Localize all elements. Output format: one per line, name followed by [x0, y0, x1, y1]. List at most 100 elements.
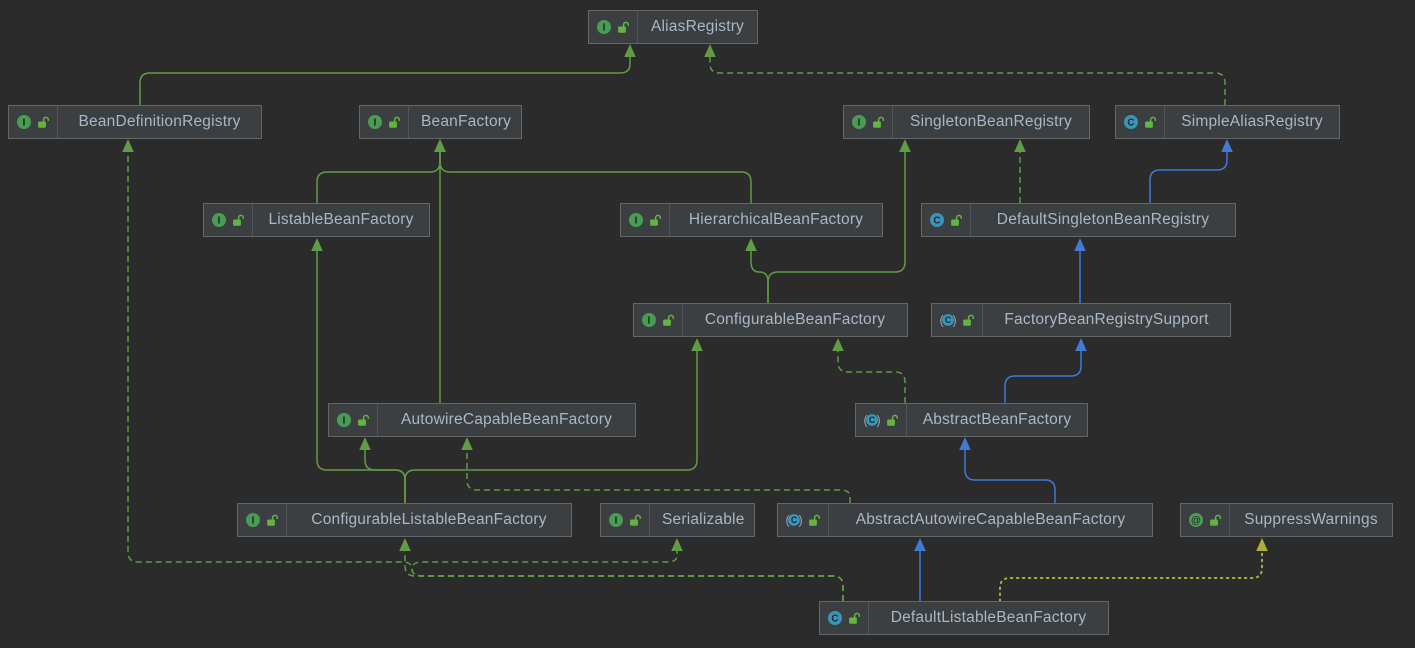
edge-DefaultSingletonBeanRegistry-SingletonBeanRegistry[interactable] [1014, 139, 1026, 203]
class-name-label: Serializable [662, 511, 745, 528]
class-node-BeanFactory[interactable]: I BeanFactory [359, 105, 522, 139]
svg-text:I: I [858, 117, 861, 129]
node-type-icons: @ [1181, 504, 1230, 536]
public-lock-icon [809, 514, 821, 526]
edge-DefaultListableBeanFactory-ConfigurableListableBeanFactory[interactable] [399, 538, 844, 601]
public-lock-icon [1145, 116, 1157, 128]
edge-BeanDefinitionRegistry-AliasRegistry[interactable] [139, 44, 636, 105]
class-name-label: BeanFactory [421, 113, 512, 130]
svg-text:): ) [799, 514, 803, 528]
class-node-SingletonBeanRegistry[interactable]: I SingletonBeanRegistry [843, 105, 1090, 139]
edge-HierarchicalBeanFactory-BeanFactory[interactable] [434, 139, 752, 203]
abstract-class-icon: (C) [940, 314, 957, 328]
edge-DefaultListableBeanFactory-SuppressWarnings[interactable] [999, 538, 1268, 602]
edge-SimpleAliasRegistry-AliasRegistry[interactable] [704, 44, 1226, 105]
svg-text:C: C [1127, 118, 1134, 129]
svg-text:(: ( [864, 414, 869, 428]
public-lock-icon [951, 214, 963, 226]
edge-ListableBeanFactory-BeanFactory[interactable] [316, 139, 446, 203]
class-name-label: DefaultListableBeanFactory [890, 609, 1087, 626]
public-lock-icon [873, 116, 885, 128]
class-name-label: DefaultSingletonBeanRegistry [996, 211, 1210, 228]
class-node-ConfigurableListableBeanFactory[interactable]: I ConfigurableListableBeanFactory [237, 503, 572, 537]
interface-icon: I [337, 413, 351, 427]
class-node-SuppressWarnings[interactable]: @SuppressWarnings [1180, 503, 1393, 537]
edge-arrowhead [1074, 238, 1086, 251]
interface-icon: I [609, 513, 623, 527]
node-type-icons: C [922, 204, 971, 236]
interface-icon: I [852, 115, 866, 129]
svg-text:(: ( [786, 514, 791, 528]
edge-line [837, 349, 906, 403]
edge-line [466, 448, 851, 503]
svg-text:I: I [648, 315, 651, 327]
edge-arrowhead [461, 437, 473, 450]
interface-icon: I [212, 213, 226, 227]
node-type-icons: I [360, 106, 409, 138]
edge-arrowhead [1256, 538, 1268, 551]
class-node-DefaultSingletonBeanRegistry[interactable]: C DefaultSingletonBeanRegistry [921, 203, 1236, 237]
interface-icon: I [368, 115, 382, 129]
class-name-label: SingletonBeanRegistry [910, 113, 1072, 130]
svg-text:I: I [252, 515, 255, 527]
edge-AbstractBeanFactory-FactoryBeanRegistrySupport[interactable] [1004, 338, 1087, 403]
edge-AbstractBeanFactory-ConfigurableBeanFactory[interactable] [832, 338, 906, 403]
svg-text:C: C [945, 315, 952, 325]
class-name-label: ListableBeanFactory [268, 211, 414, 228]
edge-ConfigurableListableBeanFactory-ConfigurableBeanFactory[interactable] [404, 338, 703, 503]
edge-arrowhead [899, 139, 911, 152]
edge-line [1149, 150, 1228, 203]
edge-FactoryBeanRegistrySupport-DefaultSingletonBeanRegistry[interactable] [1074, 238, 1086, 303]
node-type-icons: I [329, 404, 378, 436]
node-type-icons: I [601, 504, 650, 536]
svg-text:I: I [615, 515, 618, 527]
edge-arrowhead [745, 238, 757, 251]
class-node-FactoryBeanRegistrySupport[interactable]: (C)FactoryBeanRegistrySupport [931, 303, 1231, 337]
svg-text:I: I [374, 117, 377, 129]
edge-ConfigurableBeanFactory-SingletonBeanRegistry[interactable] [767, 139, 911, 303]
public-lock-icon [663, 314, 675, 326]
edge-arrowhead [914, 538, 926, 551]
interface-icon: I [629, 213, 643, 227]
node-type-icons: I [634, 304, 683, 336]
edge-arrowhead [1075, 338, 1087, 351]
edge-ConfigurableListableBeanFactory-ListableBeanFactory[interactable] [311, 238, 406, 503]
svg-text:(: ( [940, 314, 945, 328]
node-type-icons: I [621, 204, 670, 236]
edge-arrowhead [691, 338, 703, 351]
class-node-ListableBeanFactory[interactable]: I ListableBeanFactory [203, 203, 430, 237]
class-node-AbstractBeanFactory[interactable]: (C)AbstractBeanFactory [855, 403, 1088, 437]
svg-text:C: C [831, 614, 838, 625]
edge-line [1004, 349, 1082, 403]
edge-line [999, 548, 1263, 602]
edge-DefaultListableBeanFactory-Serializable[interactable] [411, 538, 844, 601]
edge-AbstractAutowireCapableBeanFactory-AutowireCapableBeanFactory[interactable] [461, 437, 851, 503]
class-name-label: AbstractBeanFactory [922, 411, 1072, 428]
class-node-DefaultListableBeanFactory[interactable]: C DefaultListableBeanFactory [819, 601, 1109, 635]
edge-AutowireCapableBeanFactory-BeanFactory[interactable] [434, 139, 446, 403]
node-type-icons: (C) [778, 504, 829, 536]
edge-ConfigurableListableBeanFactory-AutowireCapableBeanFactory[interactable] [359, 437, 406, 503]
edge-DefaultSingletonBeanRegistry-SimpleAliasRegistry[interactable] [1149, 139, 1233, 203]
class-node-AbstractAutowireCapableBeanFactory[interactable]: (C)AbstractAutowireCapableBeanFactory [777, 503, 1153, 537]
public-lock-icon [650, 214, 662, 226]
edge-DefaultListableBeanFactory-AbstractAutowireCapableBeanFactory[interactable] [914, 538, 926, 601]
class-name-label: ConfigurableListableBeanFactory [311, 511, 547, 528]
edge-AbstractAutowireCapableBeanFactory-AbstractBeanFactory[interactable] [959, 437, 1056, 503]
annotation-icon: @ [1189, 513, 1203, 527]
edge-ConfigurableBeanFactory-HierarchicalBeanFactory[interactable] [745, 238, 769, 303]
edge-line [750, 249, 769, 303]
edge-line [411, 549, 844, 601]
public-lock-icon [887, 414, 899, 426]
edge-arrowhead [832, 338, 844, 351]
svg-text:@: @ [1191, 516, 1201, 527]
node-type-icons: I [589, 11, 638, 43]
class-node-Serializable[interactable]: I Serializable [600, 503, 755, 537]
